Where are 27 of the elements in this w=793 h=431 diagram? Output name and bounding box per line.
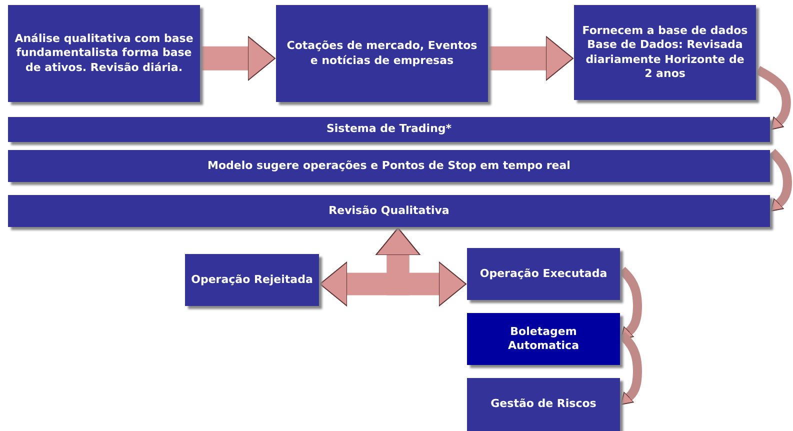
process-box [8,5,200,102]
process-box [574,5,756,100]
process-box [467,313,620,365]
box-text: Operação Executada [480,266,608,282]
block-arrow [201,36,276,81]
block-arrow [489,36,574,81]
process-box [276,5,488,102]
process-box [467,248,620,300]
box-text: Fornecem a base de dados Base de Dados: Revisada diariamente Horizonte de 2 anos [581,24,749,82]
box-text: Sistema de Trading* [326,122,452,137]
block-arrow [618,332,642,405]
box-text: Modelo sugere operações e Pontos de Stop em tempo real [208,158,570,174]
process-box [185,254,319,306]
block-arrow [376,228,466,306]
box-text: Revisão Qualitativa [328,204,450,218]
box-text: Gestão de Riscos [490,397,596,412]
process-box [8,117,770,142]
block-arrow [768,148,792,212]
block-arrow [618,266,642,340]
box-text: Análise qualitativa com base fundamentalista forma base de ativos. Revisão diária. [14,32,194,75]
process-box [8,195,770,227]
box-text: Boletagem Automatica [506,324,580,354]
block-arrow [756,66,791,130]
box-text: Cotações de mercado, Eventos e notícias de empresas [286,39,478,68]
process-box [467,378,620,431]
box-text: Operação Rejeitada [191,272,313,288]
process-box [8,150,770,182]
